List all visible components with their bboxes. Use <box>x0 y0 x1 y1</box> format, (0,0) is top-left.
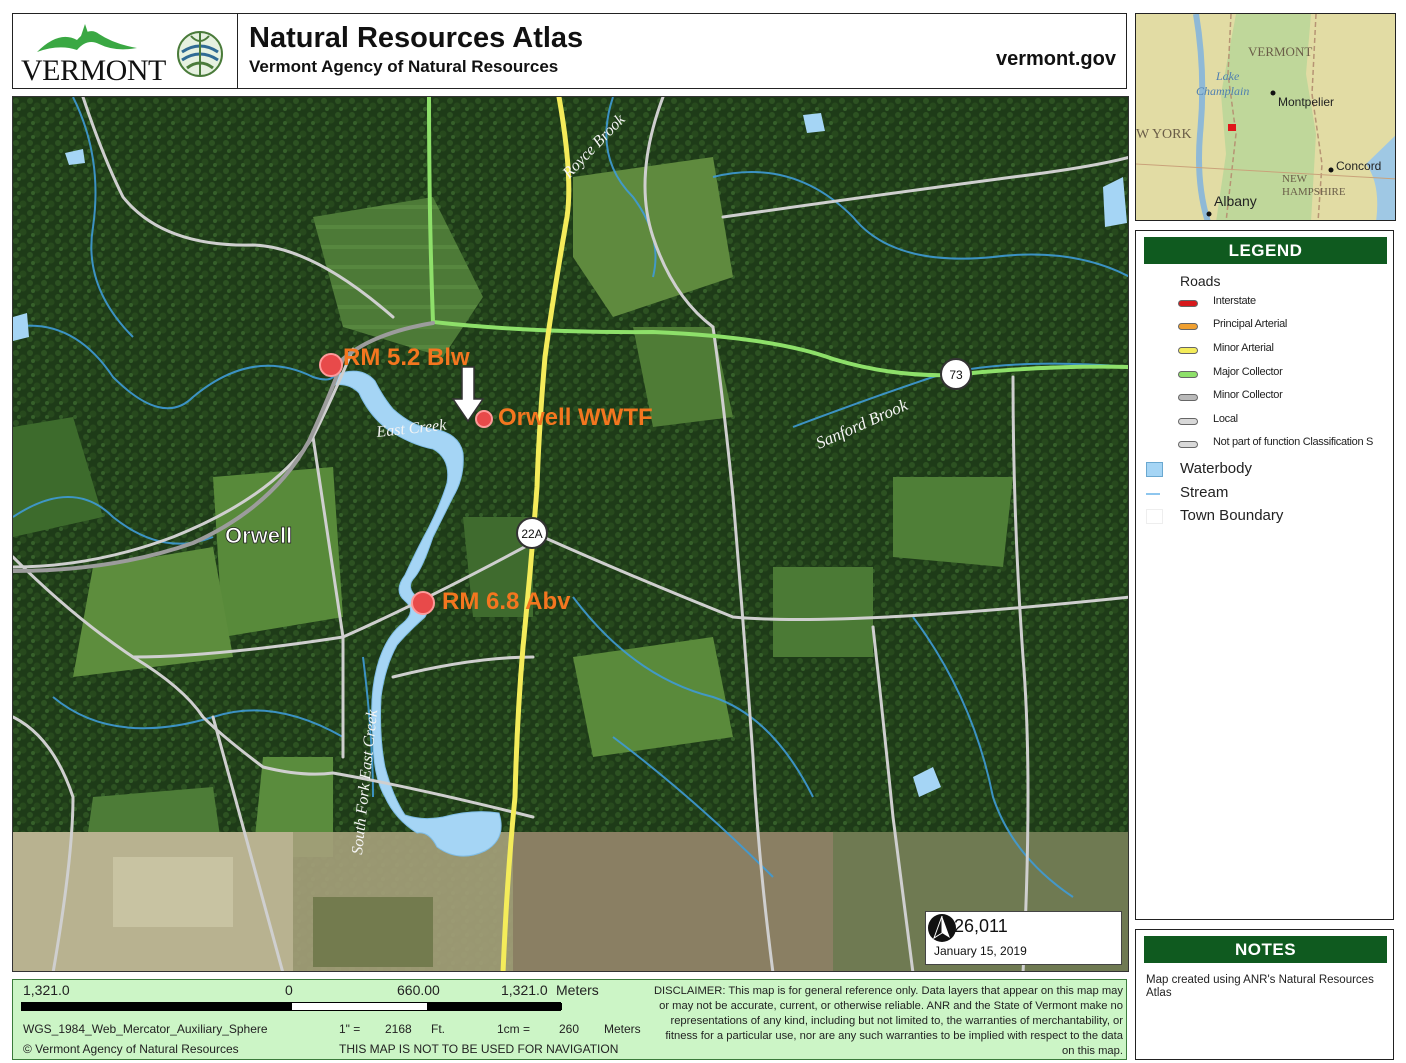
scale-label-right: 1,321.0 <box>501 982 548 998</box>
scale-label-zero: 0 <box>285 982 293 998</box>
inch-unit: Ft. <box>431 1022 445 1036</box>
scale-bar-white <box>292 1003 427 1010</box>
scale-label-unit: Meters <box>556 982 599 998</box>
legend-label: Minor Collector <box>1213 389 1283 401</box>
map-date: January 15, 2019 <box>934 944 1027 958</box>
inset-label-new-york: W YORK <box>1136 127 1192 142</box>
legend-label-waterbody: Waterbody <box>1180 460 1252 477</box>
route-22a-label: 22A <box>521 527 542 541</box>
site-marker-rm52[interactable] <box>319 353 343 377</box>
scale-bar-black <box>22 1003 292 1010</box>
notes-panel: NOTES Map created using ANR's Natural Re… <box>1135 929 1394 1060</box>
projection-text: WGS_1984_Web_Mercator_Auxiliary_Sphere <box>23 1022 268 1036</box>
scale-box: 1: 26,011 January 15, 2019 <box>925 911 1122 965</box>
north-arrow-icon <box>928 914 956 942</box>
inset-label-new: NEW <box>1282 173 1308 185</box>
waterbody-swatch <box>1146 462 1163 477</box>
legend-swatch <box>1178 418 1198 425</box>
cm-unit: Meters <box>604 1022 641 1036</box>
inset-label-concord: Concord <box>1336 159 1381 173</box>
inset-label-montpelier: Montpelier <box>1278 95 1334 109</box>
legend-swatch <box>1178 347 1198 354</box>
site-marker-wwtf[interactable] <box>475 410 493 428</box>
disclaimer-text: DISCLAIMER: This map is for general refe… <box>653 985 1123 1057</box>
town-boundary-swatch <box>1146 509 1163 524</box>
inch-value: 2168 <box>385 1022 412 1036</box>
cm-value: 260 <box>559 1022 580 1036</box>
legend-label-town-boundary: Town Boundary <box>1180 507 1284 524</box>
legend-label: Principal Arterial <box>1213 318 1288 330</box>
stream-swatch <box>1146 493 1160 495</box>
cm-equals: 1cm = <box>497 1022 531 1036</box>
scale-bar <box>21 1002 562 1011</box>
inset-label-lake: Lake <box>1215 69 1240 83</box>
atlas-subtitle: Vermont Agency of Natural Resources <box>249 57 559 76</box>
legend-roads-heading: Roads <box>1180 273 1221 289</box>
inset-label-vermont: VERMONT <box>1248 44 1312 59</box>
label-orwell-wwtf: Orwell WWTF <box>498 404 653 431</box>
inset-label-hampshire: HAMPSHIRE <box>1282 186 1346 198</box>
legend-title: LEGEND <box>1144 237 1387 264</box>
route-73-label: 73 <box>949 368 963 382</box>
map-graphic[interactable]: 73 22A RM 5.2 Blw Orwell WWTF RM 6.8 Abv… <box>13 97 1129 972</box>
wwtf-arrow-icon <box>451 366 485 423</box>
legend-panel: LEGEND Roads Interstate Principal Arteri… <box>1135 230 1394 920</box>
main-map[interactable]: 73 22A RM 5.2 Blw Orwell WWTF RM 6.8 Abv… <box>12 96 1129 972</box>
copyright-text: © Vermont Agency of Natural Resources <box>23 1042 239 1056</box>
inset-label-champlain: Champlain <box>1196 84 1249 98</box>
atlas-title: Natural Resources Atlas <box>249 22 584 54</box>
label-rm68-abv: RM 6.8 Abv <box>442 588 571 615</box>
legend-swatch <box>1178 394 1198 401</box>
legend-label: Interstate <box>1213 295 1256 307</box>
inset-label-albany: Albany <box>1214 193 1257 209</box>
header-divider <box>237 14 238 88</box>
route-22a-shield: 22A <box>516 517 548 549</box>
scale-label-left: 1,321.0 <box>23 982 70 998</box>
legend-label: Not part of function Classification S <box>1213 436 1374 448</box>
route-73-shield: 73 <box>940 358 972 390</box>
navigation-warning: THIS MAP IS NOT TO BE USED FOR NAVIGATIO… <box>339 1042 619 1056</box>
legend-label-stream: Stream <box>1180 484 1229 501</box>
scale-bar-black-2 <box>427 1003 562 1010</box>
inset-map-graphic: VERMONT Lake Champlain Montpelier W YORK… <box>1136 14 1395 220</box>
anr-globe-logo <box>177 31 223 77</box>
atlas-header: VERMONT Natural Resources Atlas Vermont … <box>12 13 1127 89</box>
legend-swatch <box>1178 323 1198 330</box>
scale-label-mid: 660.00 <box>397 982 440 998</box>
vermont-logo <box>37 24 137 52</box>
label-rm52-blw: RM 5.2 Blw <box>343 344 470 371</box>
legend-label: Minor Arterial <box>1213 342 1274 354</box>
legend-label: Major Collector <box>1213 366 1283 378</box>
legend-label: Local <box>1213 413 1238 425</box>
vermont-gov-link[interactable]: vermont.gov <box>995 48 1116 70</box>
notes-text: Map created using ANR's Natural Resource… <box>1146 974 1374 999</box>
inset-locator-map: VERMONT Lake Champlain Montpelier W YORK… <box>1135 13 1396 221</box>
notes-title: NOTES <box>1144 936 1387 963</box>
inch-equals: 1" = <box>339 1022 361 1036</box>
legend-swatch <box>1178 371 1198 378</box>
site-marker-rm68[interactable] <box>411 591 435 615</box>
legend-swatch <box>1178 300 1198 307</box>
footer-panel: 1,321.0 0 660.00 1,321.0 Meters WGS_1984… <box>12 979 1127 1060</box>
vermont-wordmark: VERMONT <box>21 54 166 87</box>
label-town-orwell: Orwell <box>225 523 292 548</box>
legend-swatch <box>1178 441 1198 448</box>
